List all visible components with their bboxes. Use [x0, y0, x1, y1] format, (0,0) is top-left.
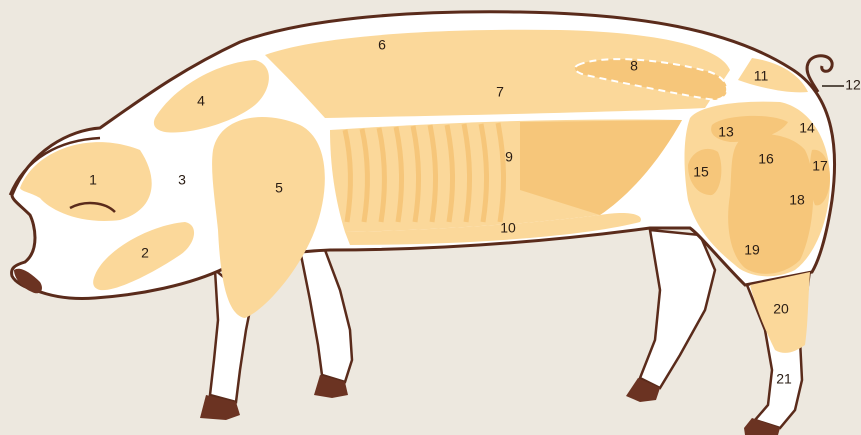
label-cut-17: 17 — [812, 158, 828, 174]
label-cut-9: 9 — [505, 149, 513, 165]
label-cut-3: 3 — [178, 172, 186, 188]
label-cut-1: 1 — [89, 172, 97, 188]
label-cut-18: 18 — [789, 192, 805, 208]
front-leg-far — [300, 250, 352, 382]
label-cut-5: 5 — [275, 180, 283, 196]
label-cut-15: 15 — [693, 164, 709, 180]
label-cut-20: 20 — [773, 301, 789, 317]
label-cut-21: 21 — [776, 371, 792, 387]
cuts — [20, 30, 830, 353]
label-cut-14: 14 — [799, 120, 815, 136]
label-cut-2: 2 — [141, 245, 149, 261]
label-cut-8: 8 — [630, 58, 638, 74]
label-cut-4: 4 — [197, 93, 205, 109]
label-cut-12: 12 — [845, 77, 861, 93]
label-cut-7: 7 — [496, 84, 504, 100]
label-cut-16: 16 — [758, 151, 774, 167]
label-cut-10: 10 — [500, 220, 516, 236]
hind-leg-far — [640, 230, 715, 388]
label-cut-11: 11 — [754, 68, 769, 84]
label-cut-19: 19 — [744, 242, 760, 258]
label-cut-6: 6 — [378, 37, 386, 53]
label-cut-13: 13 — [718, 124, 734, 140]
